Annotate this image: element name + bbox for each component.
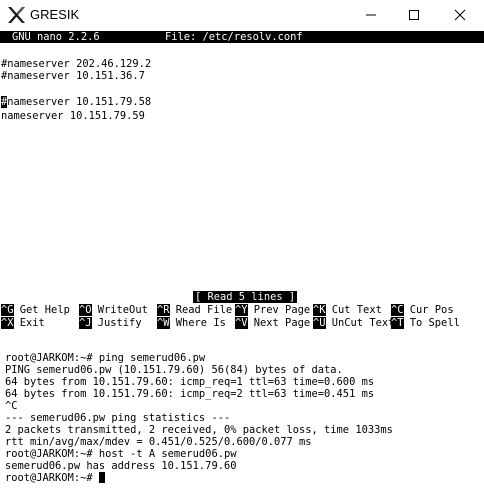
shell-prompt-line[interactable]: root@JARKOM:~#: [5, 472, 105, 484]
shell-line-5: ^C: [5, 400, 18, 412]
shell-line-10: semerud06.pw has address 10.151.79.60: [5, 460, 237, 472]
shell-line-8: rtt min/avg/max/mdev = 0.451/0.525/0.600…: [5, 436, 312, 448]
file-line-4-rest: nameserver 10.151.79.58: [7, 96, 152, 108]
close-button[interactable]: [437, 0, 482, 30]
nano-status-message: [ Read 5 lines ]: [193, 291, 298, 303]
nano-header-bar: GNU nano 2.2.6 File: /etc/resolv.conf: [0, 31, 484, 43]
shell-line-9: root@JARKOM:~# host -t A semerud06.pw: [5, 448, 237, 460]
shell-line-1: root@JARKOM:~# ping semerud06.pw: [5, 352, 206, 364]
shortcut-exit[interactable]: ^X Exit: [1, 317, 45, 329]
nano-version: GNU nano 2.2.6: [12, 31, 100, 43]
maximize-icon: [408, 10, 419, 20]
maximize-button[interactable]: [391, 0, 436, 30]
shortcut-prev-page[interactable]: ^Y Prev Page: [235, 304, 311, 316]
shortcut-next-page[interactable]: ^V Next Page: [235, 317, 311, 329]
terminal-cursor: [98, 472, 105, 483]
minimize-button[interactable]: [348, 0, 393, 30]
shortcut-row-2: ^X Exit ^J Justify ^W Where Is ^V Next P…: [0, 317, 484, 414]
file-line-1: #nameserver 202.46.129.2: [1, 58, 152, 70]
shortcut-get-help[interactable]: ^G Get Help: [1, 304, 70, 316]
title-bar[interactable]: GRESIK: [0, 0, 484, 30]
shell-prompt: root@JARKOM:~#: [5, 472, 99, 484]
shortcut-where-is[interactable]: ^W Where Is: [157, 317, 226, 329]
editor-cursor: #: [1, 96, 8, 108]
close-icon: [454, 9, 465, 21]
shell-line-4: 64 bytes from 10.151.79.60: icmp_req=2 t…: [5, 388, 375, 400]
shortcut-justify[interactable]: ^J Justify: [79, 317, 142, 329]
shell-line-7: 2 packets transmitted, 2 received, 0% pa…: [5, 424, 393, 436]
minimize-icon: [365, 14, 376, 16]
window-title: GRESIK: [30, 7, 80, 22]
shortcut-writeout[interactable]: ^O WriteOut: [79, 304, 148, 316]
shell-line-6: --- semerud06.pw ping statistics ---: [5, 412, 231, 424]
file-line-5: nameserver 10.151.79.59: [1, 110, 145, 122]
shortcut-to-spell[interactable]: ^T To Spell: [391, 317, 460, 329]
shortcut-cut-text[interactable]: ^K Cut Text: [313, 304, 382, 316]
shortcut-row-1: ^G Get Help ^O WriteOut ^R Read File ^Y …: [0, 186, 484, 316]
shortcut-cur-pos[interactable]: ^C Cur Pos: [391, 304, 454, 316]
shortcut-read-file[interactable]: ^R Read File: [157, 304, 233, 316]
file-line-2: #nameserver 10.151.36.7: [1, 70, 145, 82]
shortcut-uncut-text[interactable]: ^U UnCut Text: [313, 317, 395, 329]
shell-line-3: 64 bytes from 10.151.79.60: icmp_req=1 t…: [5, 376, 375, 388]
file-line-4: #nameserver 10.151.79.58: [1, 96, 151, 108]
terminal-content[interactable]: GNU nano 2.2.6 File: /etc/resolv.conf #n…: [0, 30, 484, 504]
nano-file-name: File: /etc/resolv.conf: [165, 31, 303, 43]
app-x-icon: [8, 7, 25, 23]
shell-line-2: PING semerud06.pw (10.151.79.60) 56(84) …: [5, 364, 343, 376]
